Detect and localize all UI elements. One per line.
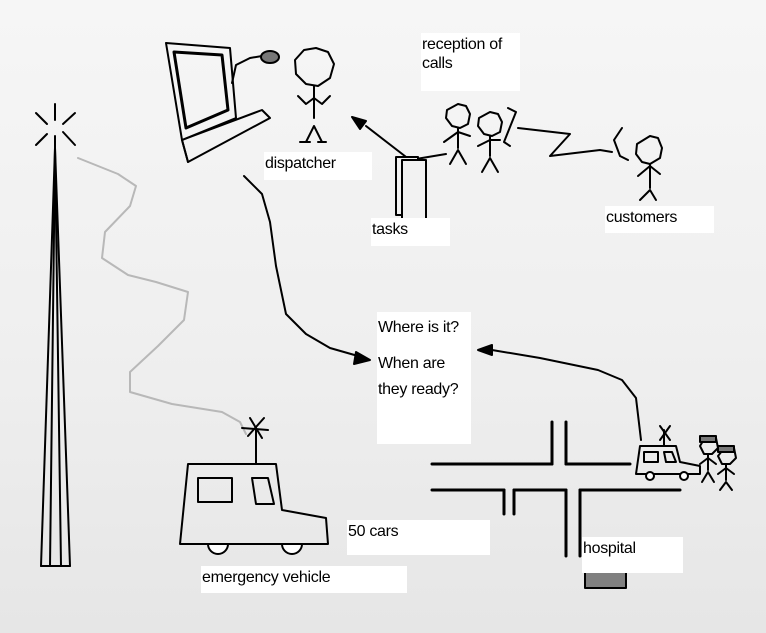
label-tasks: tasks: [371, 218, 450, 246]
label-tasks-text: tasks: [372, 221, 408, 238]
emergency-vehicle-icon: [179, 417, 329, 555]
monitor-icon: [165, 42, 280, 163]
question-when: When are they ready?: [378, 355, 459, 398]
arrow-dispatcher-to-question: [243, 175, 371, 365]
tower-antenna-icon: [35, 103, 76, 151]
radio-link-line: [77, 157, 247, 435]
road-network: [430, 420, 682, 558]
label-customers-text: customers: [606, 209, 678, 226]
label-reception-of-calls: reception of calls: [421, 33, 520, 91]
customer-figure: [635, 135, 663, 201]
vehicle-antenna-icon: [241, 417, 269, 439]
label-reception-text: reception of calls: [422, 36, 503, 72]
label-customers: customers: [605, 206, 714, 233]
label-dispatcher-text: dispatcher: [265, 155, 336, 172]
mouse-icon: [260, 50, 280, 64]
question-where: Where is it?: [378, 319, 459, 336]
paramedic-figure-1: [699, 435, 719, 483]
receptionist-figure-2: [477, 111, 503, 173]
label-emergency-vehicle: emergency vehicle: [201, 566, 407, 593]
label-hospital: hospital: [582, 537, 683, 573]
label-emergency-vehicle-text: emergency vehicle: [202, 569, 331, 586]
radio-tower: [35, 103, 76, 567]
ambulance-icon: [635, 425, 701, 481]
dispatcher-figure: [294, 47, 335, 143]
tasks-documents-icon: [395, 156, 427, 221]
question-box: Where is it? When are they ready?: [377, 312, 471, 444]
label-cars-text: 50 cars: [348, 523, 399, 540]
telephone-link: [503, 107, 629, 161]
arrow-ambulance-to-question: [477, 344, 642, 441]
label-hospital-text: hospital: [583, 540, 636, 557]
receptionist-figure-1: [443, 103, 471, 165]
label-dispatcher: dispatcher: [264, 152, 372, 180]
paramedic-figure-2: [717, 445, 737, 491]
label-50-cars: 50 cars: [347, 520, 490, 555]
